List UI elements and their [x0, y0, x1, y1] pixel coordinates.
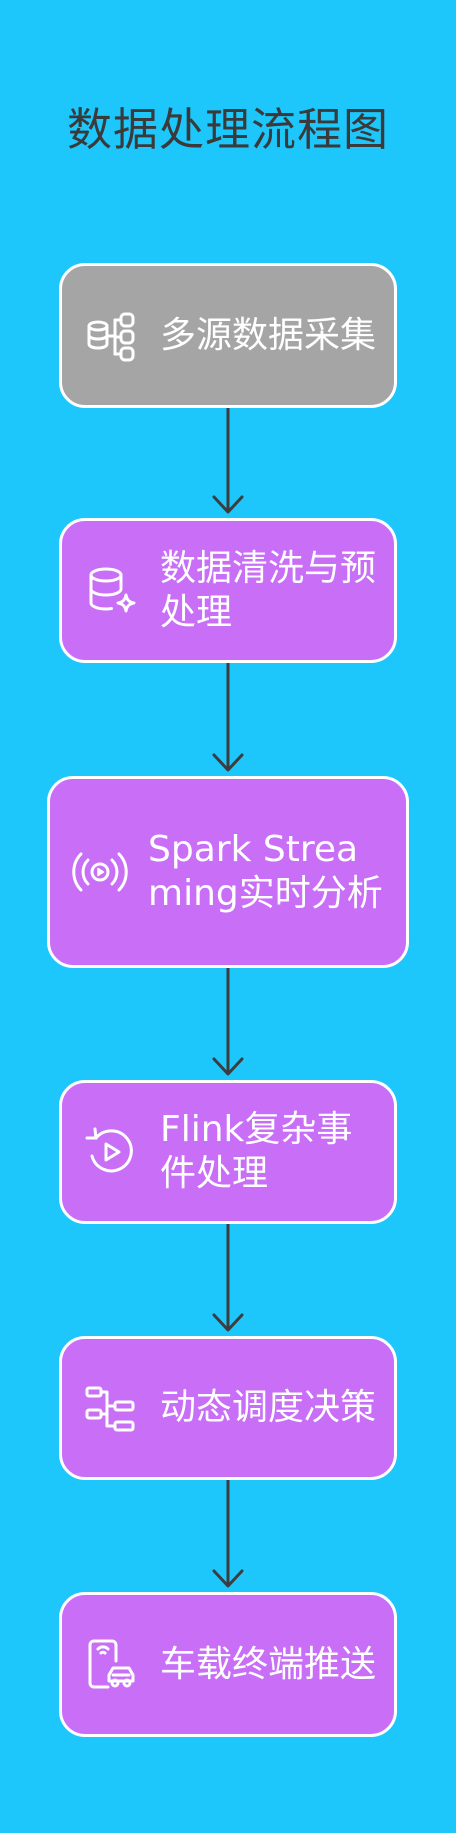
step-node-data-cleaning: 数据清洗与预处理 [59, 518, 397, 663]
arrow-5 [212, 1480, 244, 1588]
arrow-2 [212, 663, 244, 772]
step-label: 数据清洗与预处理 [160, 547, 377, 633]
phone-car-icon [82, 1635, 142, 1695]
database-sparkle-icon [82, 561, 142, 621]
step-node-spark-streaming: Spark Streaming实时分析 [47, 776, 409, 968]
step-node-vehicle-push: 车载终端推送 [59, 1592, 397, 1737]
step-label: Spark Streaming实时分析 [148, 829, 383, 914]
step-node-data-collection: 多源数据采集 [59, 263, 397, 408]
broadcast-play-icon [70, 842, 130, 902]
step-label: 多源数据采集 [160, 314, 377, 356]
hierarchy-icon [82, 1378, 142, 1438]
arrow-4 [212, 1224, 244, 1332]
arrow-3 [212, 968, 244, 1076]
arrow-1 [212, 408, 244, 514]
data-sources-icon [82, 306, 142, 366]
step-label: Flink复杂事件处理 [160, 1109, 353, 1194]
replay-icon [82, 1122, 142, 1182]
step-node-dynamic-scheduling: 动态调度决策 [59, 1336, 397, 1480]
step-node-flink-cep: Flink复杂事件处理 [59, 1080, 397, 1224]
diagram-title: 数据处理流程图 [66, 103, 389, 156]
step-label: 车载终端推送 [160, 1643, 377, 1685]
step-label: 动态调度决策 [160, 1387, 377, 1428]
